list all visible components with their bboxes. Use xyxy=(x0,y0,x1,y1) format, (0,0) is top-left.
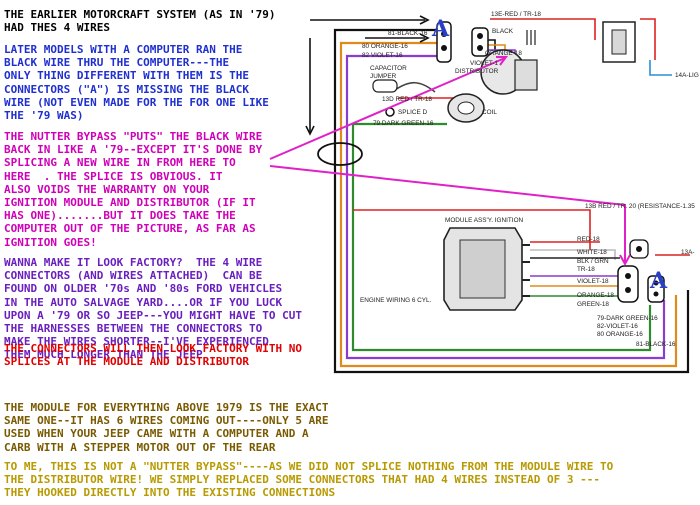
label-red-13a: 13A- xyxy=(681,249,695,256)
connector-marker-bottom: A xyxy=(649,268,668,294)
arrow-later-head xyxy=(305,125,315,136)
label-splice-d: SPLICE D xyxy=(398,109,428,116)
label-red-13e: 13E-RED / TR-18 xyxy=(491,11,541,18)
label-dark-green-79: 79 DARK GREEN-16 xyxy=(373,120,434,127)
label-coil: COIL xyxy=(482,109,497,116)
wire-white18 xyxy=(530,249,616,260)
label-orange-yel: ORANGE-18 xyxy=(485,50,522,57)
wire-lt-blue xyxy=(649,60,672,76)
label-red18: RED-18 xyxy=(577,236,600,243)
label-red-13b: 13B RED / TR. 20 (RESISTANCE-1.35 xyxy=(585,203,695,210)
coil xyxy=(447,93,485,123)
top-connector-a xyxy=(436,21,452,63)
connector-marker-top: A xyxy=(431,16,450,42)
coil-housing xyxy=(602,21,636,63)
harness-wires xyxy=(333,28,690,374)
label-lt-blue: 14A-LIG xyxy=(675,72,699,79)
label-dark-green-79b: 79-DARK GREEN-16 xyxy=(597,315,658,322)
wire-dark-green-79 xyxy=(351,122,652,352)
note-module: THE MODULE FOR EVERYTHING ABOVE 1979 IS … xyxy=(4,401,329,454)
label-engine-wiring: ENGINE WIRING 6 CYL. xyxy=(360,297,432,304)
note-earlier-system: THE EARLIER MOTORCRAFT SYSTEM (AS IN '79… xyxy=(4,8,276,35)
splice-indicators xyxy=(269,56,631,267)
label-violet-82b: 82-VIOLET-16 xyxy=(597,323,638,330)
label-distributor: DISTRIBUTOR xyxy=(455,68,499,75)
label-orange-80-top: 80 ORANGE-16 xyxy=(362,43,408,50)
arrow-earlier-head xyxy=(419,15,430,25)
note-later-models: LATER MODELS WITH A COMPUTER RAN THE BLA… xyxy=(4,43,269,123)
wire-red-13e-b xyxy=(640,18,656,60)
bottom-connector-a xyxy=(647,275,665,303)
note-to-me: TO ME, THIS IS NOT A "NUTTER BYPASS"----… xyxy=(4,460,614,500)
splice-circle xyxy=(317,142,363,166)
label-black-81-top: 81-BLACK-16 xyxy=(388,30,428,37)
wire-orange-80 xyxy=(339,41,678,368)
label-orange-80b: 80 ORANGE-16 xyxy=(597,331,643,338)
label-violet-82-top: 82 VIOLET-16 xyxy=(362,52,403,59)
capacitor xyxy=(372,79,398,93)
module-wires xyxy=(353,209,690,297)
label-violet18: VIOLET-18 xyxy=(577,278,609,285)
label-red-13d: 13D RED / TR-18 xyxy=(382,96,432,103)
label-capacitor: CAPACITOR xyxy=(370,65,407,72)
label-green18: GREEN-18 xyxy=(577,301,609,308)
note-nutter-bypass: THE NUTTER BYPASS "PUTS" THE BLACK WIRE … xyxy=(4,130,263,249)
magenta-line-top-head xyxy=(496,56,508,66)
ignition-module xyxy=(443,227,530,311)
wire-violet-82 xyxy=(345,54,666,360)
magenta-line-top xyxy=(269,57,506,160)
label-black: BLACK xyxy=(492,28,514,35)
distributor xyxy=(480,30,538,95)
wire-red-13b xyxy=(353,209,591,250)
distributor-connector xyxy=(471,27,489,57)
pointer-arrows xyxy=(305,15,430,136)
module-plug xyxy=(629,239,649,259)
arrow-connector-head xyxy=(419,33,430,43)
label-white18: WHITE-18 xyxy=(577,249,607,256)
label-blk-grn: BLK / GRN xyxy=(577,258,609,265)
label-violet-dist: VIOLET-1 xyxy=(470,60,499,67)
module-connector xyxy=(617,265,639,303)
magenta-line-bottom xyxy=(269,165,626,262)
wire-red-13e xyxy=(490,18,596,40)
note-no-splices: THE CONNECTORS WILL THEN LOOK FACTORY WI… xyxy=(4,342,303,369)
label-tr18: TR-18 xyxy=(577,266,595,273)
wire-black-81 xyxy=(333,28,690,374)
label-black-81b: 81-BLACK-16 xyxy=(636,341,676,348)
note-make-factory: WANNA MAKE IT LOOK FACTORY? THE 4 WIRE C… xyxy=(4,256,303,362)
label-jumper: JUMPER xyxy=(370,73,397,80)
label-module-title: MODULE ASS'Y. IGNITION xyxy=(445,217,524,224)
magenta-line-bottom-head xyxy=(619,254,631,267)
label-orange18: ORANGE-18 xyxy=(577,292,614,299)
